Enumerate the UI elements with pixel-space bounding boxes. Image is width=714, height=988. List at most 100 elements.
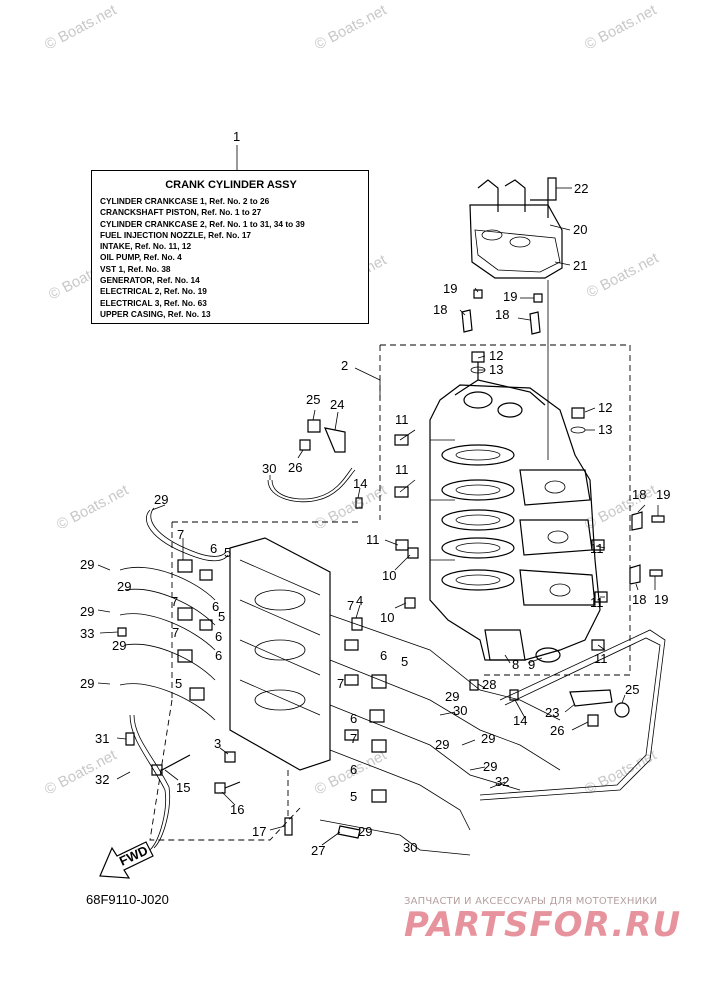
info-box-line: ELECTRICAL 2, Ref. No. 19: [100, 286, 207, 297]
callout: 26: [550, 723, 564, 738]
callout: 2: [341, 358, 348, 373]
callout: 25: [625, 682, 639, 697]
callout: 7: [172, 625, 179, 640]
callout: 7: [350, 731, 357, 746]
callout: 14: [353, 476, 367, 491]
callout: 29: [445, 689, 459, 704]
callout: 26: [288, 460, 302, 475]
callout-labels: 1 2 3 4 5 5 5 5 5 6 6 6 6 6 6 6 7 7 7 7 …: [80, 129, 670, 858]
leader-lines: [97, 145, 659, 846]
callout: 21: [573, 258, 587, 273]
callout: 19: [503, 289, 517, 304]
callout: 6: [350, 711, 357, 726]
callout: 11: [594, 651, 608, 666]
callout: 22: [574, 181, 588, 196]
callout: 15: [176, 780, 190, 795]
pin-14-right: [509, 689, 519, 701]
valve-33: [117, 627, 127, 637]
callout: 17: [252, 824, 266, 839]
callout: 19: [656, 487, 670, 502]
callout: 11: [395, 462, 409, 477]
watermark-text: © Boats.net: [42, 1, 120, 53]
callout: 18: [433, 302, 447, 317]
bolt-15: [151, 754, 191, 776]
callout: 29: [358, 824, 372, 839]
callout: 6: [212, 599, 219, 614]
callout: 3: [214, 736, 221, 751]
plug-28: [469, 679, 479, 691]
cover-plate-18-d: [629, 564, 663, 585]
brand-tagline: ЗАПЧАСТИ И АКСЕССУАРЫ ДЛЯ МОТОТЕХНИКИ: [404, 896, 658, 907]
brand-watermark: ЗАПЧАСТИ И АКСЕССУАРЫ ДЛЯ МОТОТЕХНИКИ PA…: [404, 896, 694, 943]
callout: 29: [80, 676, 94, 691]
watermark-group: © Boats.net © Boats.net © Boats.net © Bo…: [42, 1, 662, 798]
callout: 29: [112, 638, 126, 653]
info-box-line: GENERATOR, Ref. No. 14: [100, 275, 200, 286]
watermark-text: © Boats.net: [312, 481, 390, 533]
cover-plate-18-a: [461, 289, 483, 333]
hose-29-right-group: [319, 614, 666, 856]
info-box-line: CYLINDER CRANKCASE 2, Ref. No. 1 to 31, …: [100, 218, 305, 229]
info-box-line: UPPER CASING, Ref. No. 13: [100, 308, 211, 319]
callout: 13: [489, 362, 503, 377]
callout: 6: [215, 648, 222, 663]
watermark-text: © Boats.net: [582, 746, 660, 798]
callout: 13: [598, 422, 612, 437]
callout: 5: [224, 545, 231, 560]
callout: 30: [262, 461, 276, 476]
hose-30-upper: [267, 467, 356, 503]
callout: 16: [230, 802, 244, 817]
callout: 6: [380, 648, 387, 663]
callout: 29: [483, 759, 497, 774]
top-cover-assembly: [469, 177, 572, 279]
brand-logo: PARTSFOR.RU: [404, 905, 682, 945]
info-box-line: CYLINDER CRANKCASE 1, Ref. No. 2 to 26: [100, 196, 270, 206]
watermark-text: © Boats.net: [584, 249, 662, 301]
clip-27: [337, 825, 361, 839]
callout: 11: [590, 595, 604, 610]
callout: 30: [453, 703, 467, 718]
callout: 20: [573, 222, 587, 237]
cover-plate-18-b: [529, 293, 543, 335]
crankcase-block: [429, 379, 601, 663]
callout: 5: [175, 676, 182, 691]
callout: 33: [80, 626, 94, 641]
callout: 10: [382, 568, 396, 583]
callout: 23: [545, 705, 559, 720]
callout: 18: [632, 592, 646, 607]
watermark-text: © Boats.net: [54, 481, 132, 533]
callout: 7: [347, 598, 354, 613]
callout: 27: [311, 843, 325, 858]
watermark-text: © Boats.net: [312, 1, 390, 53]
callout: 32: [95, 772, 109, 787]
watermark-text: © Boats.net: [582, 1, 660, 53]
bolt-16: [214, 781, 241, 794]
callout: 19: [654, 592, 668, 607]
callout: 29: [154, 492, 168, 507]
info-box-line: OIL PUMP, Ref. No. 4: [100, 252, 182, 263]
callout: 5: [350, 789, 357, 804]
bolt-3: [224, 751, 236, 763]
callout: 10: [380, 610, 394, 625]
info-box-line: FUEL INJECTION NOZZLE, Ref. No. 17: [100, 229, 252, 240]
callout: 1: [233, 129, 240, 144]
callout: 19: [443, 281, 457, 296]
callout: 11: [366, 532, 380, 547]
callout: 11: [590, 541, 604, 556]
callout: 5: [401, 654, 408, 669]
reference-info-box: CRANK CYLINDER ASSY CYLINDER CRANKCASE 1…: [91, 170, 369, 324]
assembly-outline-right: [379, 344, 631, 676]
lever-24-group: [299, 419, 346, 453]
callout: 29: [435, 737, 449, 752]
clip-31: [125, 732, 135, 746]
callout: 29: [80, 604, 94, 619]
callout: 18: [495, 307, 509, 322]
info-box-line: INTAKE, Ref. No. 11, 12: [100, 241, 192, 252]
stud-17: [284, 770, 293, 836]
callout: 7: [177, 527, 184, 542]
pin-14-left: [355, 497, 363, 509]
callout: 29: [117, 579, 131, 594]
fwd-arrow-icon: FWD: [99, 841, 154, 879]
